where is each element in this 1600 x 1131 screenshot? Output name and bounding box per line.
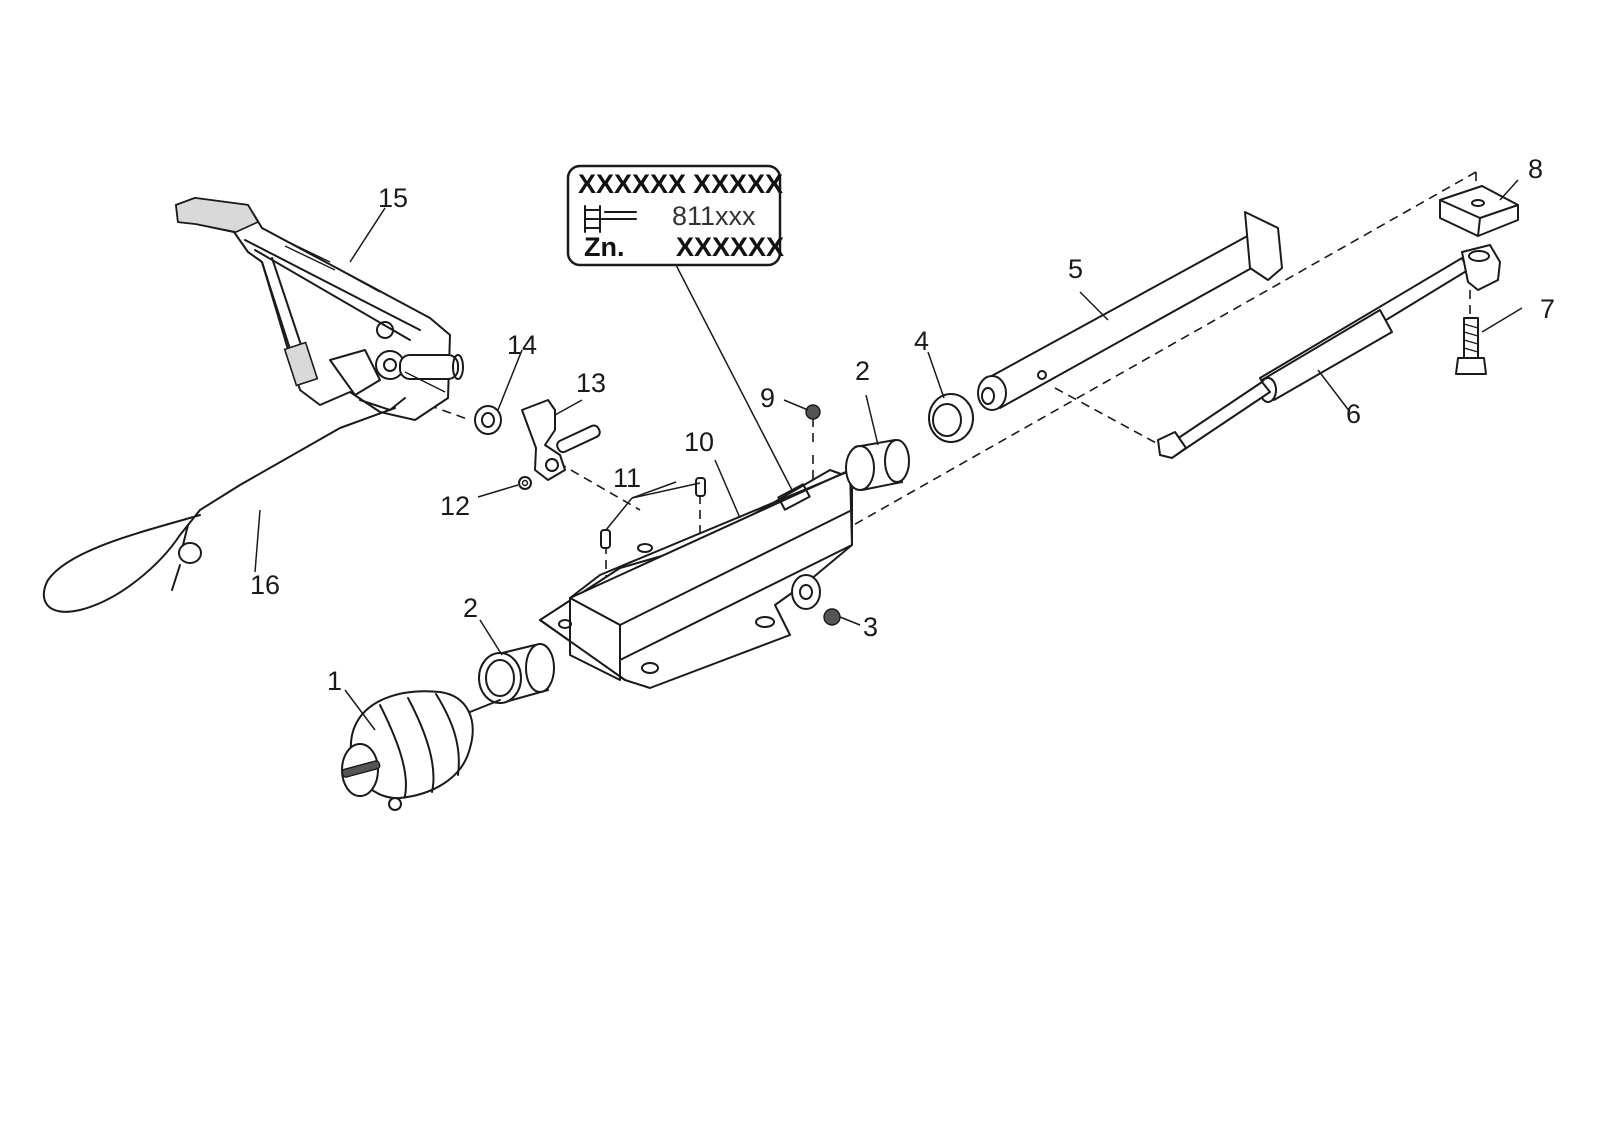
lock-lever (521, 399, 601, 481)
small-nut (518, 476, 532, 490)
callout-10: 10 (684, 427, 714, 457)
plate-row1-left: XXXXXX (578, 169, 686, 199)
brake-cable (42, 407, 396, 613)
drawbar-housing (539, 469, 853, 689)
ring (928, 393, 974, 443)
callout-4: 4 (914, 326, 929, 356)
hitch-symbol-icon (584, 205, 637, 233)
callout-12: 12 (440, 491, 470, 521)
plate-row3-right: XXXXXX (676, 232, 784, 262)
bushing-right (845, 439, 910, 491)
tube (977, 211, 1283, 411)
callout-16: 16 (250, 570, 280, 600)
bolt (1455, 317, 1487, 375)
top-nut (805, 404, 821, 420)
callout-13: 13 (576, 368, 606, 398)
callout-3: 3 (863, 612, 878, 642)
washer (474, 405, 502, 435)
type-plate: XXXXXX XXXXX 811xxx Zn. XXXXXX (566, 164, 784, 267)
grease-nipples (600, 477, 706, 549)
square-plate (1439, 185, 1519, 237)
callout-2-left: 2 (463, 593, 478, 623)
assembly-axes (399, 171, 1477, 600)
plate-code: 811xxx (672, 201, 756, 231)
plate-row1-right: XXXXX (693, 169, 783, 199)
callout-2-right: 2 (855, 356, 870, 386)
callout-11: 11 (613, 463, 641, 493)
callout-6: 6 (1346, 399, 1361, 429)
callout-7: 7 (1540, 294, 1555, 324)
hand-brake-lever (175, 197, 464, 421)
leader-lines (254, 179, 1523, 731)
callout-numbers: 1 2 2 3 4 5 6 7 8 9 10 11 12 13 14 15 16 (250, 154, 1555, 696)
rubber-bellows (341, 690, 501, 811)
callout-5: 5 (1068, 254, 1083, 284)
callout-15: 15 (378, 183, 408, 213)
type-plate-frame (566, 164, 782, 267)
callout-1: 1 (327, 666, 342, 696)
bushing-left (478, 643, 555, 704)
drawbar-rod (1157, 244, 1501, 459)
plate-row3-left: Zn. (584, 232, 625, 262)
side-nut (823, 608, 841, 626)
callout-8: 8 (1528, 154, 1543, 184)
callout-14: 14 (507, 330, 537, 360)
callout-9: 9 (760, 383, 775, 413)
